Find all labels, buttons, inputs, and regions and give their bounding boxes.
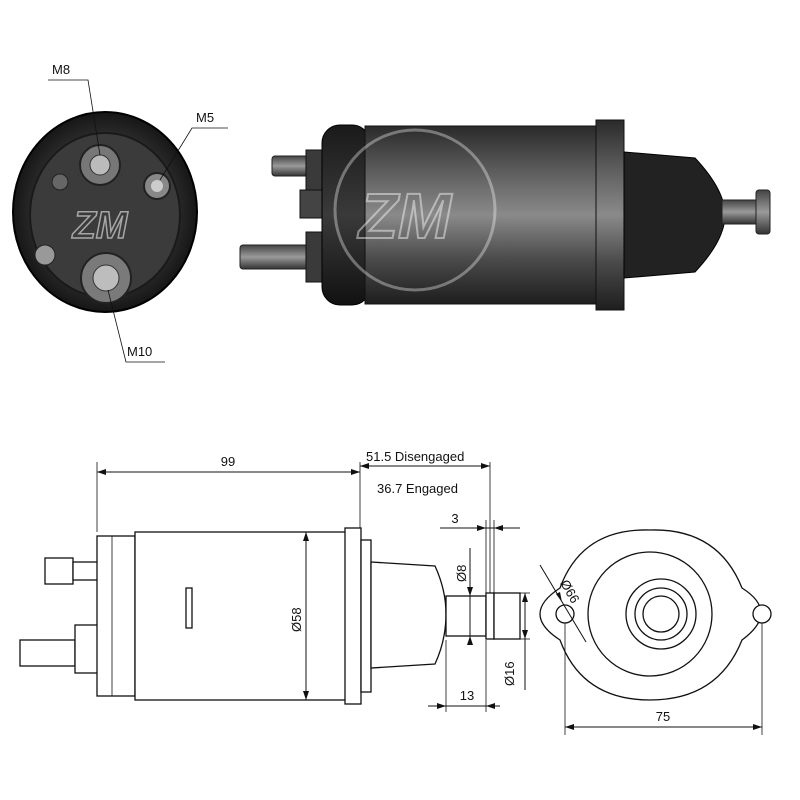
mount-hole-right <box>752 604 772 624</box>
dim-plunger-travel: 51.5 Disengaged 36.7 Engaged <box>360 449 491 593</box>
dim-hole-spacing: 75 <box>564 623 763 735</box>
dim-disengaged-label: 51.5 Disengaged <box>366 449 464 464</box>
drawing-side-view <box>19 527 521 705</box>
callouts: M8 M5 M10 <box>48 62 228 363</box>
dim-plunger-dia: Ø8 <box>454 548 473 645</box>
callout-m8: M8 <box>52 62 70 77</box>
dim-gap: 3 <box>440 511 520 593</box>
dim-length: 99 <box>96 454 361 532</box>
dim-tip-dia-label: Ø16 <box>502 661 517 686</box>
dim-gap-label: 3 <box>451 511 458 526</box>
m5-terminal <box>143 172 171 200</box>
dim-tip-dia: Ø16 <box>502 592 530 690</box>
photo-end-view: ZM <box>12 111 198 313</box>
dim-hole-spacing-label: 75 <box>656 709 670 724</box>
callout-m10: M10 <box>127 344 152 359</box>
end-view-logo: ZM <box>72 205 129 247</box>
photo-side-view: ZM <box>239 119 771 311</box>
dim-tip-length-label: 13 <box>460 688 474 703</box>
m10-terminal <box>80 252 132 304</box>
side-view-logo: ZM <box>357 180 453 252</box>
dim-length-label: 99 <box>221 454 235 469</box>
drawing-end-view <box>539 529 772 701</box>
dim-plunger-dia-label: Ø8 <box>454 565 469 582</box>
dim-body-dia: Ø58 <box>289 532 309 700</box>
dim-tip-length: 13 <box>428 640 500 712</box>
m8-terminal <box>79 144 121 186</box>
callout-m5: M5 <box>196 110 214 125</box>
dim-body-dia-label: Ø58 <box>289 607 304 632</box>
dim-engaged-label: 36.7 Engaged <box>377 481 458 496</box>
